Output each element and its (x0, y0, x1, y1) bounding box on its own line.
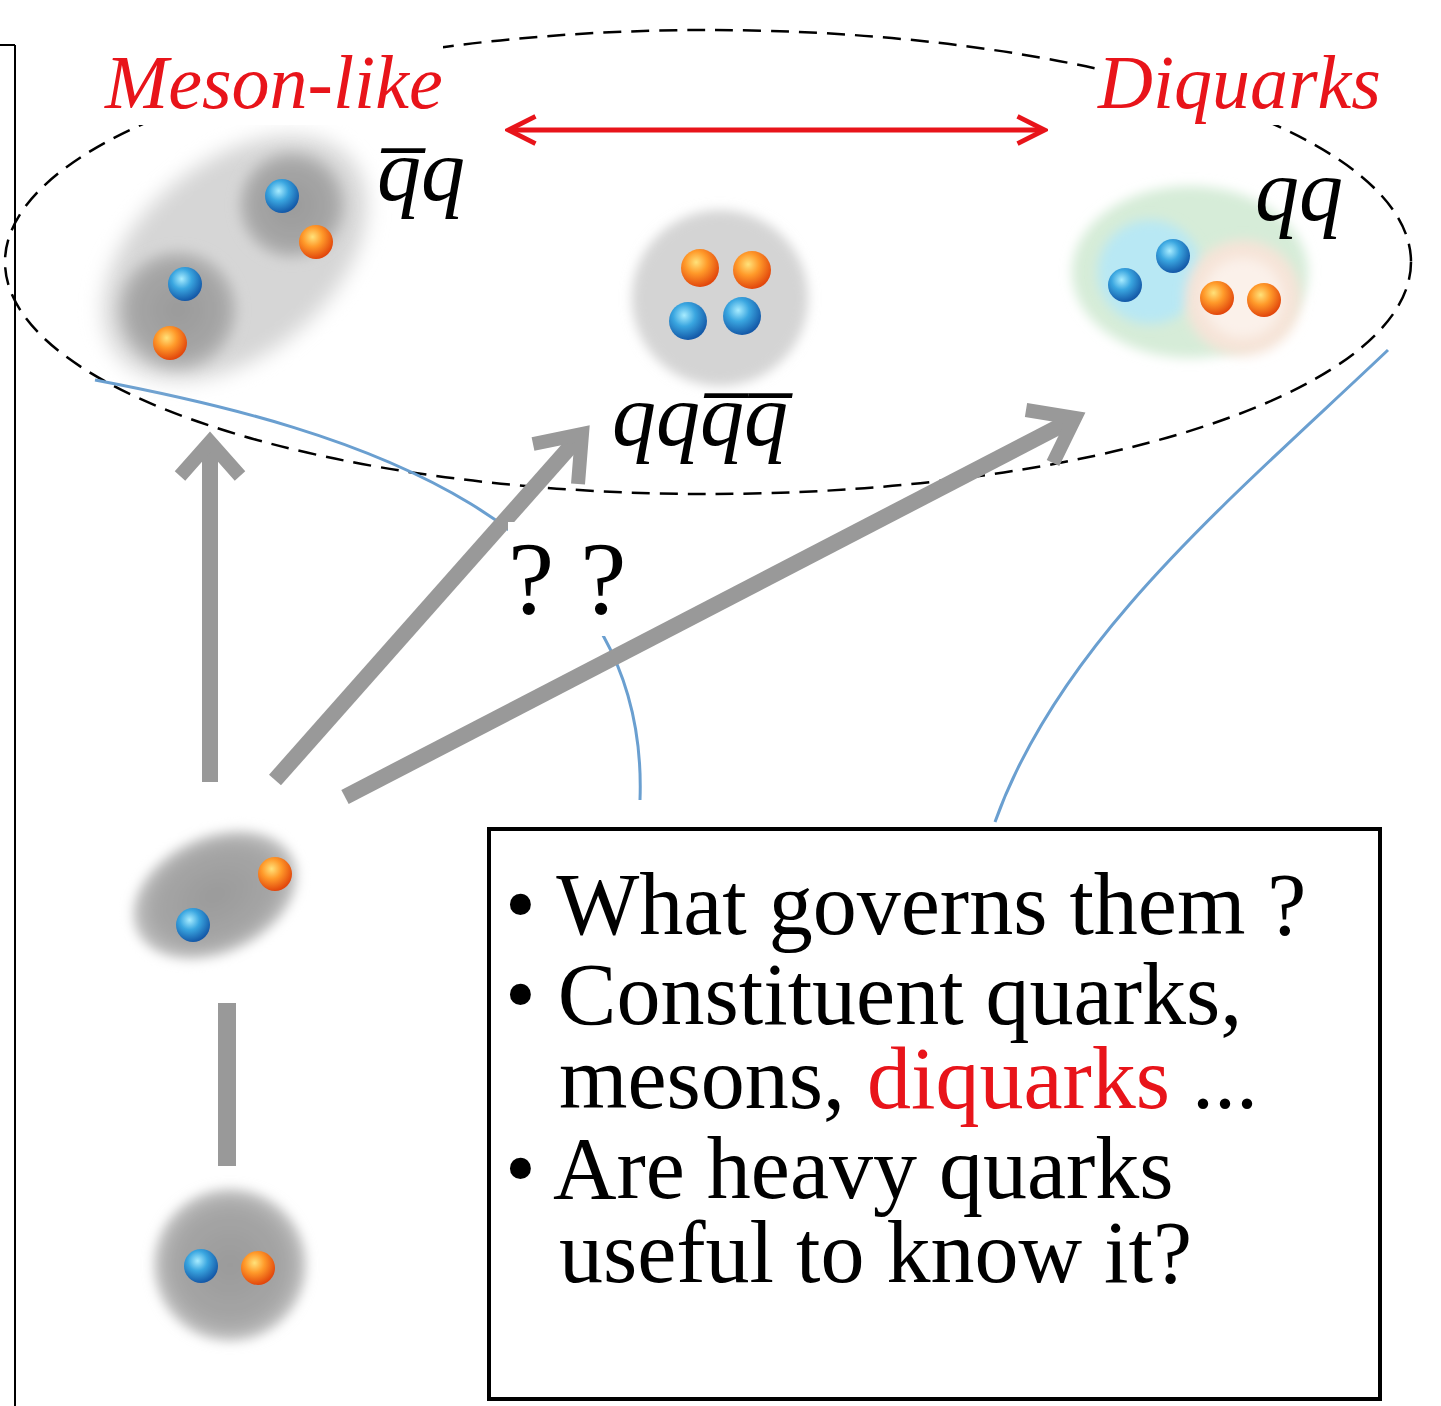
quark (184, 1249, 218, 1283)
quark (176, 908, 210, 942)
quark (1156, 239, 1190, 273)
meson (113, 806, 318, 984)
cluster-heading: Meson-like (105, 41, 443, 125)
frame-line (14, 45, 16, 1406)
tetraquark (632, 210, 808, 386)
quark (299, 225, 333, 259)
dashed-region (5, 30, 1411, 494)
guide-curve (95, 380, 640, 800)
blob (632, 210, 808, 386)
blob (118, 250, 238, 370)
quark-formula: q̅q (377, 123, 465, 220)
bullet-item: • Constituent quarks, mesons,diquarks... (505, 953, 1372, 1121)
bullet-item: • Are heavy quarks useful to know it? (505, 1127, 1372, 1295)
quark (1108, 268, 1142, 302)
blob (1185, 240, 1301, 356)
meson-molecule (57, 87, 413, 429)
diquark-cluster: Diquarks qq (1098, 41, 1381, 240)
arrow-head (1026, 410, 1075, 463)
quark (723, 297, 761, 335)
frame-tick (0, 44, 15, 46)
quark (1200, 281, 1234, 315)
blob (57, 87, 413, 429)
quark (241, 1251, 275, 1285)
blob (113, 806, 318, 984)
gray-arrows (180, 410, 1075, 797)
annotation: ? ? (508, 522, 626, 636)
bullet-text: diquarks (867, 1030, 1170, 1127)
quark (265, 179, 299, 213)
quark (669, 302, 707, 340)
question-box: • What governs them ?• Constituent quark… (487, 827, 1382, 1401)
quark-formula: qqq̅q̅ (612, 368, 788, 465)
quark (153, 326, 187, 360)
meson (154, 1189, 306, 1341)
blob (238, 151, 346, 259)
arrow-shaft (202, 444, 218, 782)
meson-like-cluster: Meson-likeq̅q (105, 41, 465, 220)
tetraquark-cluster: qqq̅q̅ (612, 368, 788, 465)
bullet-text: • What governs them ? (505, 856, 1306, 953)
quark (1247, 283, 1281, 317)
quark (258, 857, 292, 891)
cluster-heading: Diquarks (1098, 41, 1381, 125)
connector-bar (218, 1003, 236, 1166)
double-arrow (510, 128, 1043, 133)
bullet-item: • What governs them ? (505, 863, 1372, 947)
quark (168, 267, 202, 301)
bullet-text: • Are heavy quarks useful to know it? (505, 1120, 1192, 1301)
arrow-shaft (345, 421, 1070, 797)
bullet-text: ... (1192, 1030, 1258, 1127)
arrow-head (180, 442, 240, 476)
quark (733, 251, 771, 289)
quark (681, 249, 719, 287)
guide-curve (995, 350, 1388, 822)
arrow-head (533, 434, 582, 484)
blob (154, 1189, 306, 1341)
quark-formula: qq (1255, 143, 1343, 240)
